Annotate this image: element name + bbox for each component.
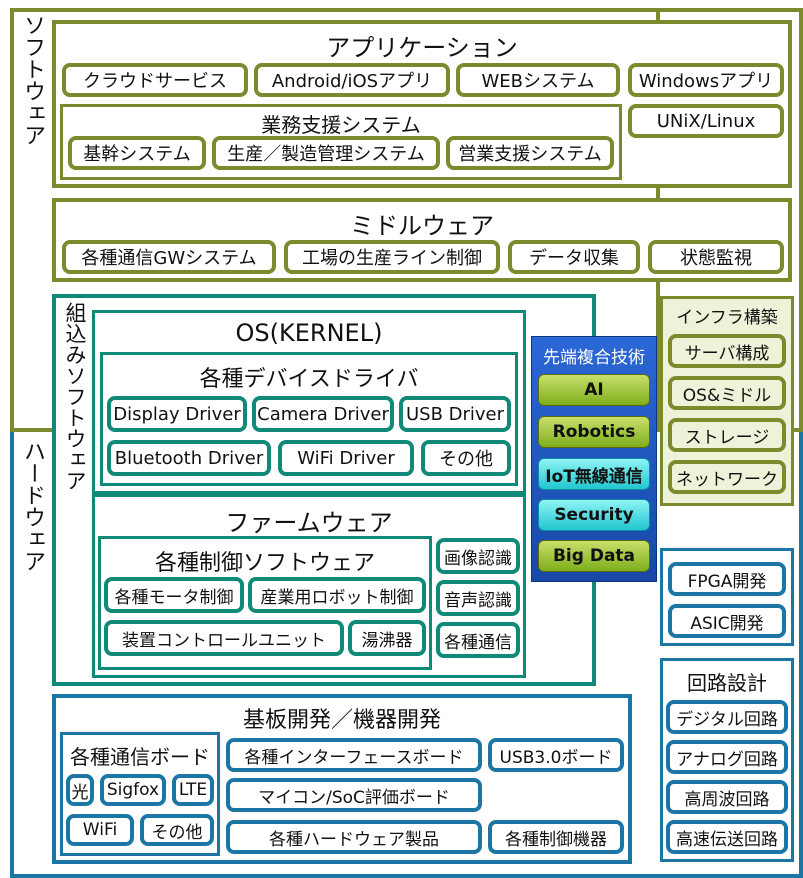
- fpga-box: FPGA開発: [668, 562, 786, 596]
- factory-line-control-box: 工場の生産ライン制御: [284, 240, 500, 274]
- iot-wireless-pill: IoT無線通信: [538, 458, 650, 490]
- digital-circuit-box: デジタル回路: [666, 700, 788, 734]
- software-frame-right: [799, 8, 803, 432]
- lte-box: LTE: [172, 774, 214, 806]
- comm-board-title: 各種通信ボード: [70, 745, 210, 769]
- motor-control-box: 各種モータ制御: [104, 577, 244, 613]
- other-driver-box: その他: [421, 440, 511, 476]
- status-monitoring-box: 状態監視: [648, 240, 784, 274]
- windows-app-box: Windowsアプリ: [628, 63, 784, 97]
- production-management-box: 生産／製造管理システム: [212, 136, 440, 170]
- analog-circuit-box: アナログ回路: [666, 740, 788, 774]
- application-title: アプリケーション: [326, 34, 518, 62]
- mcu-soc-board-box: マイコン/SoC評価ボード: [226, 778, 482, 812]
- firmware-title: ファームウェア: [225, 509, 393, 537]
- comm-gw-system-box: 各種通信GWシステム: [62, 240, 276, 274]
- wifi-box: WiFi: [66, 814, 134, 846]
- embedded-software-label: 組込みソフトウェア: [63, 302, 87, 491]
- bluetooth-driver-box: Bluetooth Driver: [107, 440, 271, 476]
- board-development-title: 基板開発／機器開発: [242, 708, 441, 733]
- android-ios-app-box: Android/iOSアプリ: [254, 63, 450, 97]
- os-middle-box: OS&ミドル: [668, 376, 786, 410]
- software-label: ソフトウェア: [20, 14, 45, 146]
- interface-board-box: 各種インターフェースボード: [226, 738, 482, 772]
- voice-recognition-box: 音声認識: [436, 580, 520, 616]
- sales-support-box: 営業支援システム: [446, 136, 614, 170]
- display-driver-box: Display Driver: [107, 396, 247, 432]
- business-support-title: 業務支援システム: [261, 113, 421, 137]
- industrial-robot-control-box: 産業用ロボット制御: [248, 577, 426, 613]
- wifi-driver-box: WiFi Driver: [278, 440, 414, 476]
- other-comm-box: その他: [140, 814, 214, 846]
- device-drivers-title: 各種デバイスドライバ: [199, 367, 419, 392]
- core-system-box: 基幹システム: [68, 136, 206, 170]
- hardware-label: ハードウェア: [20, 440, 45, 572]
- high-frequency-circuit-box: 高周波回路: [666, 780, 788, 814]
- circuit-design-title: 回路設計: [687, 671, 767, 695]
- asic-box: ASIC開発: [668, 604, 786, 638]
- unix-linux-box: UNiX/Linux: [628, 104, 784, 138]
- control-software-title: 各種制御ソフトウェア: [154, 551, 375, 576]
- network-box: ネットワーク: [668, 460, 786, 494]
- big-data-pill: Big Data: [538, 540, 650, 572]
- water-heater-box: 湯沸器: [348, 620, 426, 656]
- control-devices-box: 各種制御機器: [488, 820, 624, 854]
- software-frame-top: [10, 8, 803, 12]
- ai-pill: AI: [538, 374, 650, 406]
- high-speed-transmission-box: 高速伝送回路: [666, 820, 788, 854]
- advanced-tech-title: 先端複合技術: [543, 348, 645, 368]
- infrastructure-title: インフラ構築: [676, 308, 778, 328]
- camera-driver-box: Camera Driver: [252, 396, 394, 432]
- device-control-unit-box: 装置コントロールユニット: [104, 620, 344, 656]
- data-collection-box: データ収集: [508, 240, 640, 274]
- usb30-board-box: USB3.0ボード: [488, 738, 624, 772]
- robotics-pill: Robotics: [538, 416, 650, 448]
- usb-driver-box: USB Driver: [399, 396, 511, 432]
- storage-box: ストレージ: [668, 418, 786, 452]
- communications-box: 各種通信: [436, 622, 520, 658]
- middleware-title: ミドルウェア: [350, 212, 494, 240]
- security-pill: Security: [538, 499, 650, 531]
- server-config-box: サーバ構成: [668, 334, 786, 368]
- hardware-products-box: 各種ハードウェア製品: [226, 820, 482, 854]
- image-recognition-box: 画像認識: [436, 538, 520, 574]
- web-system-box: WEBシステム: [456, 63, 620, 97]
- cloud-service-box: クラウドサービス: [62, 63, 248, 97]
- optical-box: 光: [66, 774, 94, 806]
- sigfox-box: Sigfox: [100, 774, 166, 806]
- os-kernel-title: OS(KERNEL): [235, 319, 383, 347]
